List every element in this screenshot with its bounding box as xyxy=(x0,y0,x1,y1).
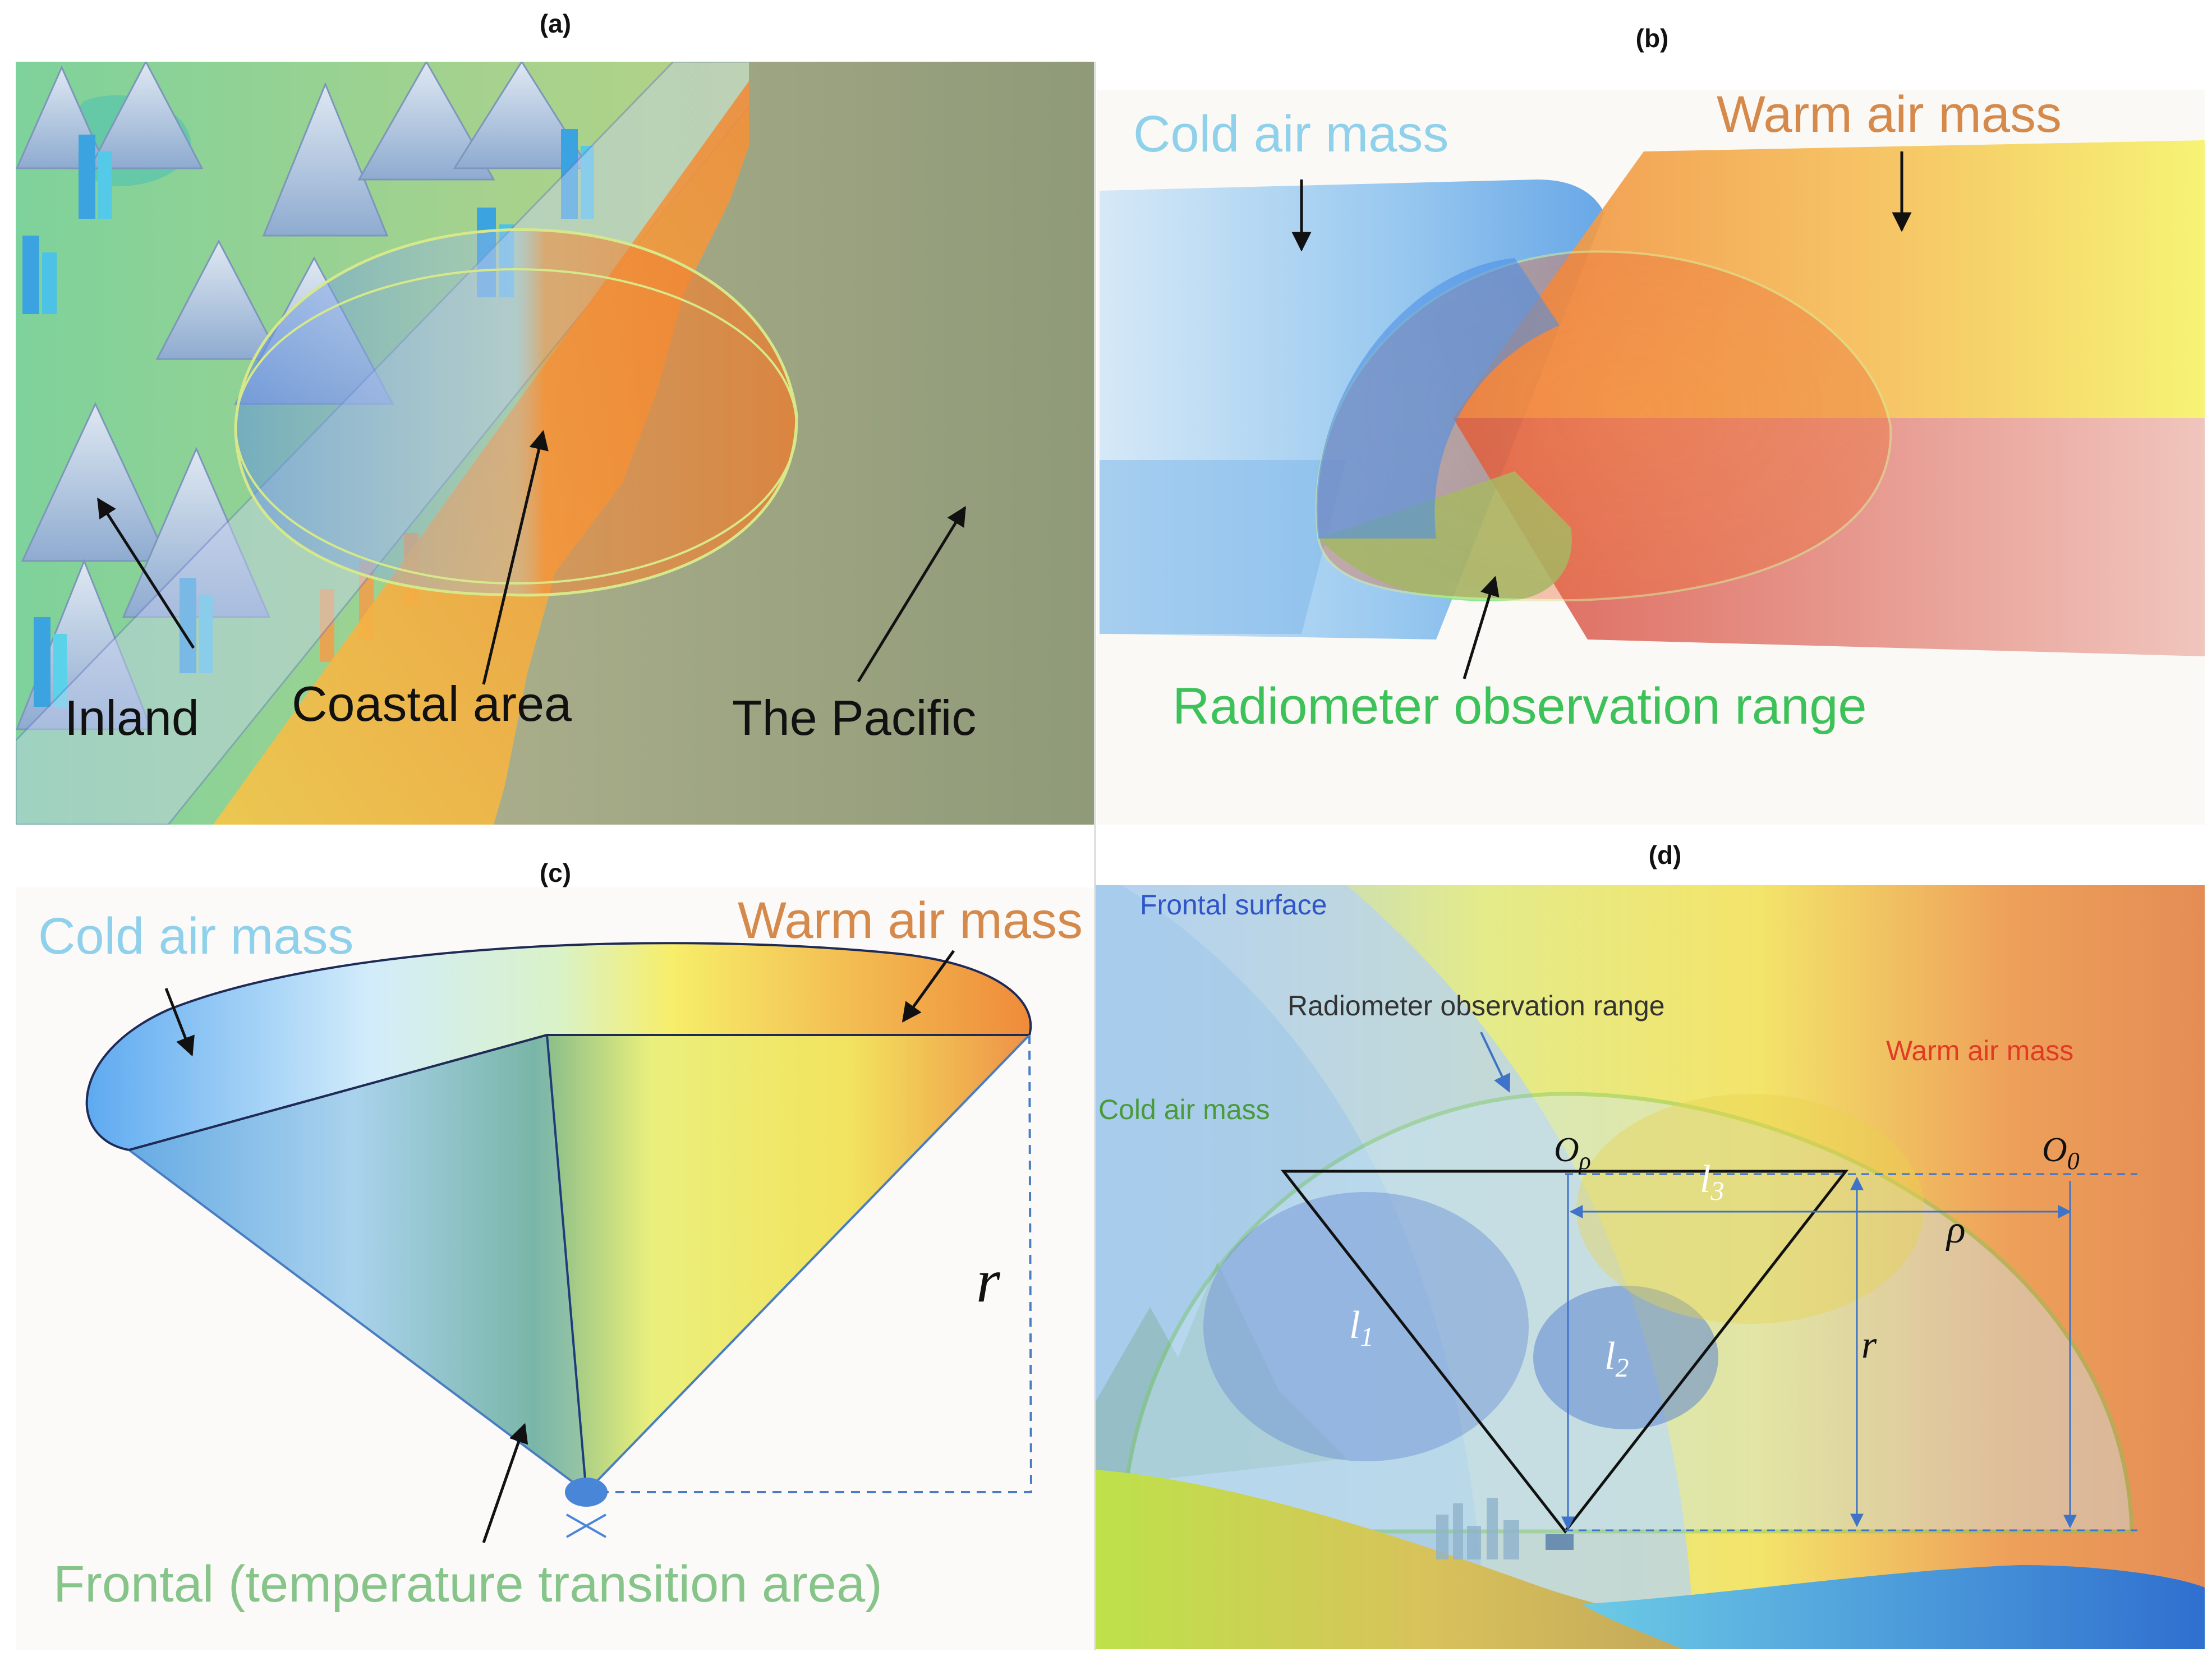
panel-a-tag: (a) xyxy=(540,9,571,38)
cone-left-face xyxy=(129,1035,586,1492)
rho-label: ρ xyxy=(1946,1208,1966,1251)
o-rho-label: Oρ xyxy=(1554,1131,1591,1175)
mountains xyxy=(1095,1262,1346,1487)
radiometer-label: Radiometer observation range xyxy=(1172,678,1867,735)
r-label: r xyxy=(1861,1323,1877,1366)
water xyxy=(1582,1565,2205,1649)
panel-d-tag: (d) xyxy=(1649,840,1682,869)
pacific-label: The Pacific xyxy=(732,690,976,746)
warm-label: Warm air mass xyxy=(1717,86,2062,143)
cold-label: Cold air mass xyxy=(1133,105,1448,163)
cold-band-lower xyxy=(1100,460,1346,634)
cone-top-cap xyxy=(85,942,1032,1152)
r-dimension-line xyxy=(606,1034,1033,1493)
dome-cold-side xyxy=(1316,258,1560,539)
panel-d: (d) xyxy=(1095,840,2205,1649)
warm-arrow xyxy=(902,950,955,1023)
frontal-arrow xyxy=(482,1423,528,1543)
l1-label: l1 xyxy=(1349,1304,1373,1352)
l3-region xyxy=(1576,1094,1924,1324)
o-0-label: O0 xyxy=(2042,1131,2080,1175)
dome-base-ring xyxy=(234,268,798,585)
inland-label: Inland xyxy=(65,690,199,746)
cold-arrow xyxy=(164,988,195,1057)
city-skyline xyxy=(1436,1498,1519,1559)
coastal-arrow xyxy=(482,430,549,685)
cone-edge-right xyxy=(585,1034,1031,1493)
pacific-arrow xyxy=(857,506,967,683)
warm-label: Warm air mass xyxy=(1886,1035,2073,1066)
l1-region xyxy=(1203,1192,1529,1461)
radiometer-icon xyxy=(565,1478,608,1538)
radiometer-arrow xyxy=(1463,576,1500,679)
radiometer-arrow xyxy=(1480,1032,1511,1093)
inland-arrow xyxy=(96,498,195,649)
l2-label: l2 xyxy=(1604,1335,1629,1383)
radiometer-label: Radiometer observation range xyxy=(1287,990,1665,1022)
frontal-label: Frontal (temperature transition area) xyxy=(53,1556,882,1613)
panel-a: (a) xyxy=(16,9,1094,825)
panel-b-tag: (b) xyxy=(1636,24,1669,53)
warm-label: Warm air mass xyxy=(738,892,1083,949)
l3-label: l3 xyxy=(1700,1158,1724,1206)
cone-top-edge xyxy=(128,1034,548,1151)
frontal-surface-label: Frontal surface xyxy=(1140,889,1327,921)
coastal-label: Coastal area xyxy=(292,676,572,731)
cold-label: Cold air mass xyxy=(38,908,353,965)
observation-triangle xyxy=(1280,1170,1849,1534)
r-label: r xyxy=(976,1246,1001,1315)
panel-b: (b) Cold air mass Warm air mass Radiomet… xyxy=(1097,24,2205,825)
radiometer-icon xyxy=(1546,1534,1574,1550)
cone-body xyxy=(129,1035,1029,1492)
panel-c-tag: (c) xyxy=(540,858,571,887)
panel-c: (c) r Cold air mass Warm air mass Fronta… xyxy=(16,858,1094,1650)
cone-edge-mid xyxy=(546,1034,587,1493)
cold-label: Cold air mass xyxy=(1098,1094,1270,1125)
